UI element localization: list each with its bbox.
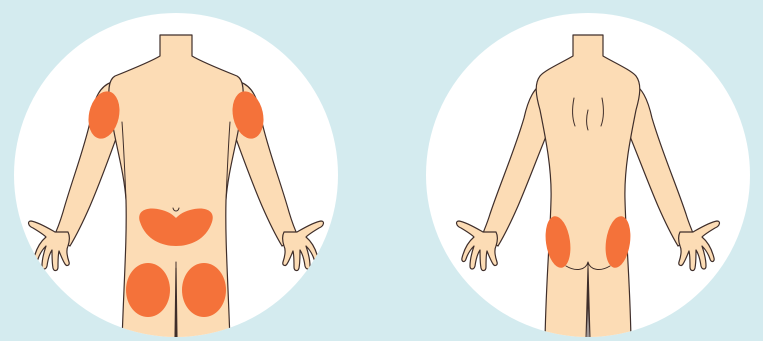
site-front-left-thigh [182, 263, 226, 317]
site-front-right-thigh [126, 263, 170, 317]
